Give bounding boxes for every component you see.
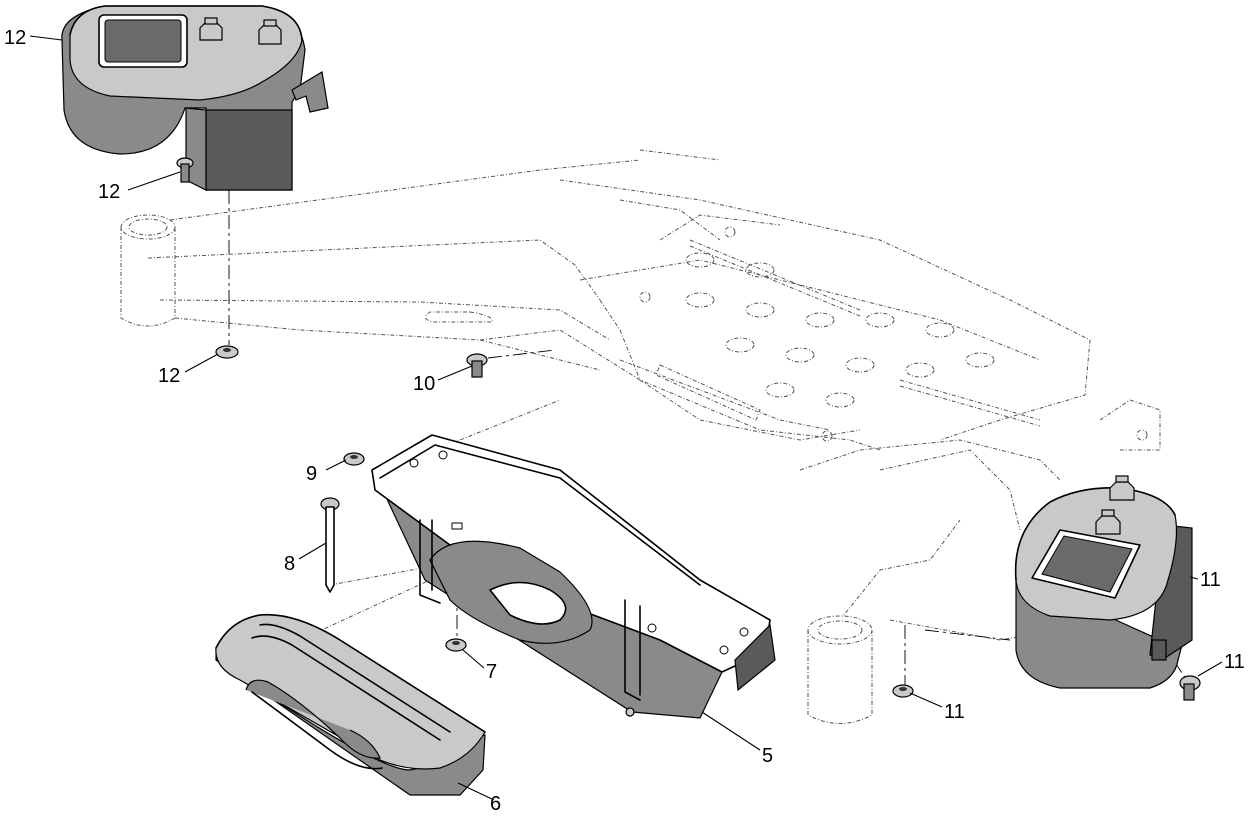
leader-lines <box>29 35 1223 801</box>
callout-5: 5 <box>762 745 773 767</box>
carriage-bolt-12 <box>176 157 194 183</box>
flange-nut-12 <box>215 345 239 359</box>
callout-8: 8 <box>284 553 295 575</box>
right-weight-cover-11 <box>1014 475 1193 689</box>
callout-labels: 12 12 12 10 9 8 7 6 5 11 11 11 <box>4 27 1245 815</box>
callout-11-nut: 11 <box>944 701 965 723</box>
flange-nut-11 <box>892 684 914 698</box>
callout-12-bolt: 12 <box>98 181 120 203</box>
nut-icon <box>258 19 282 45</box>
callout-11-bolt: 11 <box>1224 651 1245 673</box>
callout-6: 6 <box>490 793 501 815</box>
nut-icon <box>1109 475 1135 501</box>
carriage-bolt-10 <box>466 353 488 378</box>
mount-bracket-5 <box>371 434 776 719</box>
left-weight-cover-12 <box>61 5 329 191</box>
flange-nut-9 <box>343 452 365 466</box>
callout-12-top: 12 <box>4 27 26 49</box>
callout-11-cover: 11 <box>1200 569 1221 591</box>
callout-7: 7 <box>486 661 497 683</box>
nut-icon <box>1095 509 1121 535</box>
grip-block-6 <box>215 613 486 796</box>
carriage-bolt-11 <box>1179 675 1201 701</box>
callout-9: 9 <box>306 463 317 485</box>
long-bolt-8 <box>320 497 340 593</box>
flange-nut-7 <box>445 638 467 652</box>
callout-10: 10 <box>413 373 435 395</box>
chassis-frame-phantom <box>120 149 1161 724</box>
deck-tread-pattern <box>639 226 995 442</box>
nut-icon <box>199 17 223 41</box>
callout-12-nut: 12 <box>158 365 180 387</box>
